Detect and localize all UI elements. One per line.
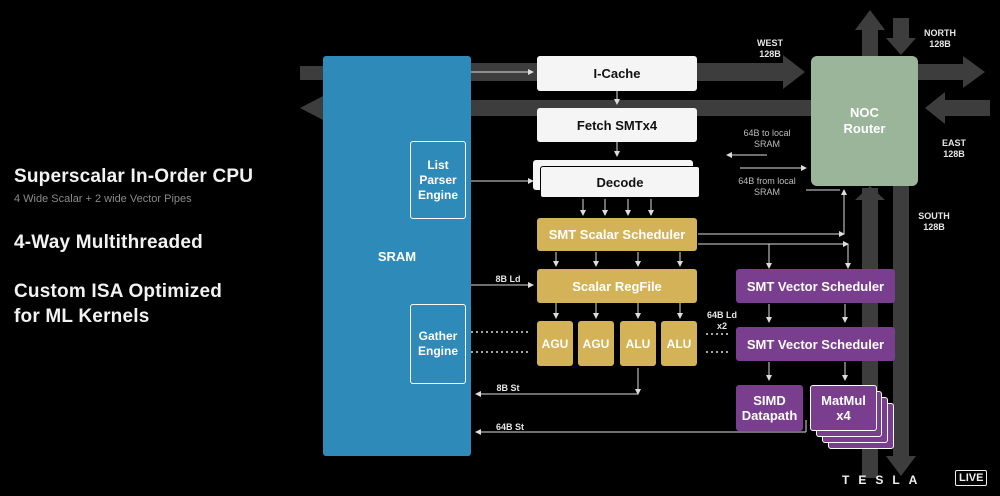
west-line1: WEST xyxy=(757,38,783,48)
simd-line1: SIMD xyxy=(753,393,786,408)
tesla-logo: TESLA xyxy=(842,473,927,487)
simd-line2: Datapath xyxy=(741,408,798,423)
list-parser-line3: Engine xyxy=(417,187,458,202)
north-line1: NORTH xyxy=(924,28,956,38)
gather-engine: Gather Engine xyxy=(410,304,466,384)
label-64b-ld: 64B Ld x2 xyxy=(700,310,744,332)
label-north: NORTH 128B xyxy=(918,28,962,50)
fetch-block: Fetch SMTx4 xyxy=(537,108,697,142)
label-to-local-sram: 64B to local SRAM xyxy=(725,128,809,150)
feature-superscalar-sub: 4 Wide Scalar + 2 wide Vector Pipes xyxy=(14,193,192,205)
icache-block: I-Cache xyxy=(537,56,697,91)
north-line2: 128B xyxy=(929,39,951,49)
dotted-links xyxy=(471,331,730,353)
label-south: SOUTH 128B xyxy=(912,211,956,233)
list-parser-line2: Parser xyxy=(419,172,457,187)
feature-isa-line1: Custom ISA Optimized xyxy=(14,281,223,302)
east-line1: EAST xyxy=(941,138,966,148)
label-64b-ld-line1: 64B Ld xyxy=(706,310,737,320)
to-local-line2: SRAM xyxy=(753,139,780,149)
simd-datapath: SIMD Datapath xyxy=(736,385,803,431)
smt-vector-scheduler-1: SMT Vector Scheduler xyxy=(736,269,895,303)
noc-line1: NOC xyxy=(850,105,879,120)
label-64b-st: 64B St xyxy=(495,422,524,432)
agu-unit-2: AGU xyxy=(578,321,614,366)
scalar-regfile: Scalar RegFile xyxy=(537,269,697,303)
noc-router: NOC Router xyxy=(811,56,918,186)
alu-unit-1: ALU xyxy=(620,321,656,366)
south-line1: SOUTH xyxy=(918,211,950,221)
label-west: WEST 128B xyxy=(748,38,792,60)
label-64b-ld-line2: x2 xyxy=(716,321,727,331)
feature-multithreaded: 4-Way Multithreaded xyxy=(14,232,203,253)
east-line2: 128B xyxy=(943,149,965,159)
gather-line1: Gather xyxy=(418,329,458,343)
alu-unit-2: ALU xyxy=(661,321,697,366)
matmul-block: MatMul x4 xyxy=(810,385,877,431)
connector-lines xyxy=(805,189,840,432)
west-line2: 128B xyxy=(759,49,781,59)
matmul-line1: MatMul xyxy=(821,393,866,408)
noc-line2: Router xyxy=(843,121,886,136)
from-local-line2: SRAM xyxy=(753,187,780,197)
label-from-local-sram: 64B from local SRAM xyxy=(725,176,809,198)
label-8b-st: 8B St xyxy=(496,383,520,393)
from-local-line1: 64B from local xyxy=(738,176,796,186)
label-east: EAST 128B xyxy=(932,138,976,160)
gather-line2: Engine xyxy=(417,344,458,358)
decode-block: Decode xyxy=(540,166,700,198)
smt-vector-scheduler-2: SMT Vector Scheduler xyxy=(736,327,895,361)
matmul-line2: x4 xyxy=(836,408,851,423)
live-badge: LIVE xyxy=(955,470,988,486)
feature-isa-line2: for ML Kernels xyxy=(14,306,150,327)
list-parser-engine: List Parser Engine xyxy=(410,141,466,219)
feature-superscalar: Superscalar In-Order CPU xyxy=(14,166,254,187)
to-local-line1: 64B to local xyxy=(743,128,791,138)
south-line2: 128B xyxy=(923,222,945,232)
label-8b-ld: 8B Ld xyxy=(495,274,521,284)
smt-scalar-scheduler: SMT Scalar Scheduler xyxy=(537,218,697,251)
sram-block: SRAM xyxy=(323,56,471,456)
sram-label: SRAM xyxy=(377,248,417,264)
list-parser-line1: List xyxy=(427,157,449,172)
datapath-arrows xyxy=(466,69,851,435)
agu-unit-1: AGU xyxy=(537,321,573,366)
